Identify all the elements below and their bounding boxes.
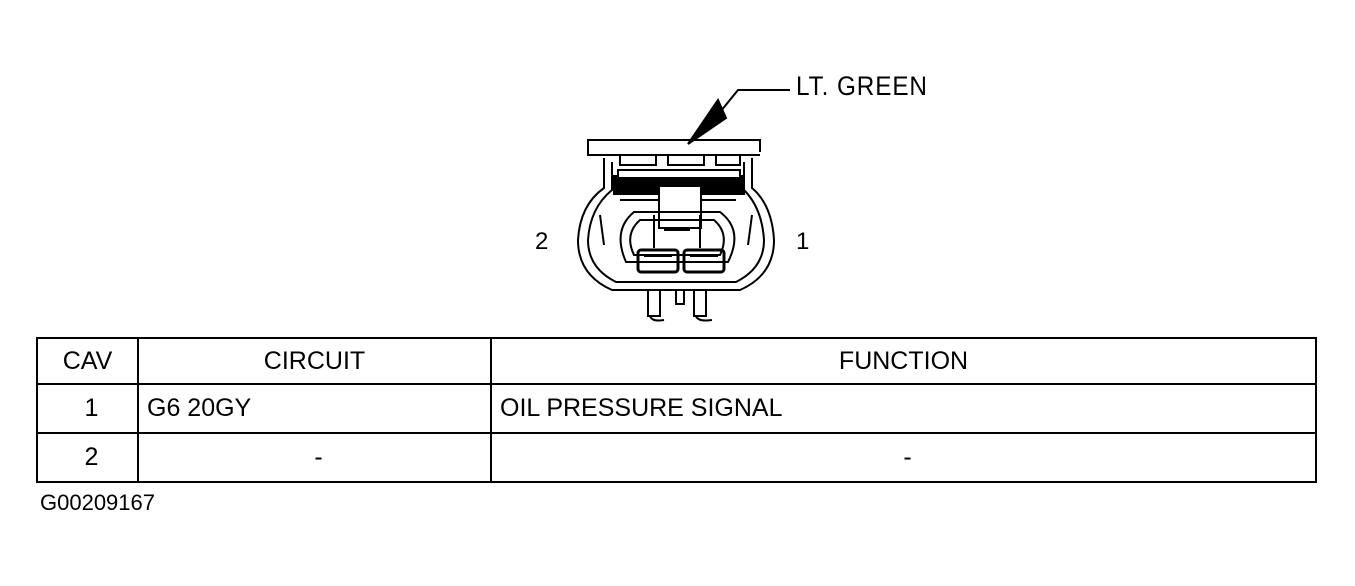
cav-cell: 1 xyxy=(36,383,139,434)
wire-color-label: LT. GREEN xyxy=(796,71,928,101)
terminal-cavity xyxy=(619,211,736,274)
figure-id: G00209167 xyxy=(40,490,155,515)
connector-latch xyxy=(587,139,761,166)
header-cav: CAV xyxy=(36,337,139,385)
connector-pins xyxy=(647,289,713,322)
table-row: 1 G6 20GY OIL PRESSURE SIGNAL xyxy=(36,383,1317,434)
table-row: 2 - - xyxy=(36,432,1317,483)
circuit-cell: G6 20GY xyxy=(137,383,492,434)
connector-housing xyxy=(576,158,776,291)
pin-number-1-label: 1 xyxy=(796,228,810,255)
circuit-cell: - xyxy=(137,432,492,483)
function-cell: OIL PRESSURE SIGNAL xyxy=(490,383,1317,434)
pin-number-2-label: 2 xyxy=(535,228,549,255)
callout-leader xyxy=(687,89,790,145)
cav-cell: 2 xyxy=(36,432,139,483)
cavity-table: CAV CIRCUIT FUNCTION 1 G6 20GY OIL PRESS… xyxy=(36,337,1317,483)
table-header-row: CAV CIRCUIT FUNCTION xyxy=(36,337,1317,385)
header-circuit: CIRCUIT xyxy=(137,337,492,385)
function-cell: - xyxy=(490,432,1317,483)
header-function: FUNCTION xyxy=(490,337,1317,385)
